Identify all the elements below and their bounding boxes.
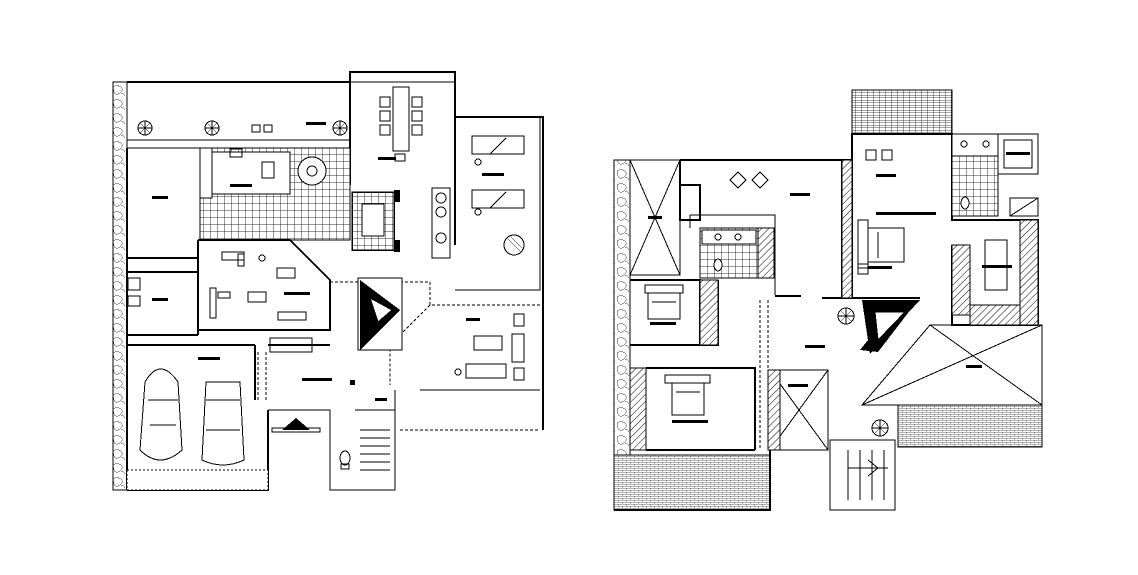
roof-tiles-top	[851, 89, 953, 135]
stone-wall-left	[112, 81, 128, 491]
tree-icon	[871, 419, 889, 437]
wc-icon	[339, 450, 351, 470]
bed-icon	[644, 284, 684, 320]
wc-icon	[713, 258, 723, 272]
tree-icon	[137, 120, 153, 136]
stair-icon	[360, 398, 390, 471]
chair-icon	[251, 124, 273, 133]
chair-icon	[729, 171, 769, 189]
bed-icon	[857, 219, 905, 269]
sofa-icon	[454, 313, 525, 381]
wc-icon	[960, 196, 970, 210]
tree-icon	[204, 120, 220, 136]
chair-icon	[503, 234, 525, 256]
upper-floor-plan	[613, 89, 1043, 511]
gym-equipment-icon	[209, 251, 307, 321]
bed-icon	[664, 374, 711, 416]
sink-icon	[127, 277, 141, 291]
tree-icon	[837, 307, 855, 325]
tree-icon	[332, 120, 348, 136]
ground-outline	[127, 71, 544, 430]
dining-table-icon	[297, 156, 327, 186]
stair-icon	[847, 450, 888, 500]
stone-wall-upper	[613, 159, 631, 456]
dining-table-icon	[379, 86, 423, 162]
plant-column	[431, 187, 451, 259]
car-icon	[201, 381, 245, 466]
roof-tiles-right	[897, 404, 1043, 448]
chair-icon	[865, 149, 893, 161]
ground-floor-plan	[112, 71, 544, 491]
roof-tiles-bottom	[613, 454, 771, 511]
car-icon	[139, 368, 183, 461]
stair-icon	[271, 418, 321, 433]
